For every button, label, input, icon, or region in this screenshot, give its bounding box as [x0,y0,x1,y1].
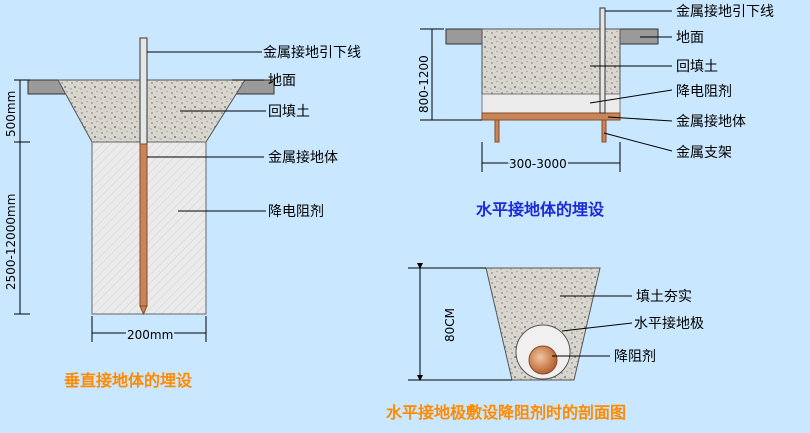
caption-horizontal: 水平接地体的埋设 [476,200,605,219]
support-leg-right [601,119,607,143]
label-support: 金属支架 [676,145,732,161]
label-pole: 水平接地极 [634,315,704,332]
dim-depth-top: 500mm [4,91,18,137]
label-backfill: 回填土 [676,59,718,75]
label-agent: 降电阻剂 [268,204,324,220]
label-ground: 地面 [268,73,296,89]
electrode-tip [139,305,148,316]
label-down-lead: 金属接地引下线 [263,44,361,61]
resistance-agent-layer [481,93,621,115]
leader-electrode [607,116,673,122]
horizontal-electrode-diagram: 金属接地引下线 地面 回填土 降电阻剂 金属接地体 金属支架 800-1200 … [417,3,774,219]
dim-depth-total: 2500-12000mm [4,194,18,290]
support-leg-left [494,119,500,143]
down-lead-rod [599,7,606,114]
label-backfill: 回填土 [268,104,310,120]
dim-width: 300-3000 [509,157,567,171]
label-agent: 降阻剂 [614,349,656,365]
label-down-lead: 金属接地引下线 [676,3,774,20]
label-electrode: 金属接地体 [268,149,338,166]
label-electrode: 金属接地体 [676,113,746,130]
resistance-agent-column [91,141,207,315]
copper-electrode-rod [139,143,148,307]
dim-depth: 80CM [443,308,457,342]
down-lead-rod [139,37,148,145]
label-ground: 地面 [676,30,704,46]
section-view-diagram: 填土夯实 水平接地极 降阻剂 80CM 水平接地极敷设降阻剂时的剖面图 [386,263,704,422]
horizontal-electrode-bar [481,112,621,121]
label-fill: 填土夯实 [636,289,692,305]
vertical-electrode-diagram: 金属接地引下线 地面 回填土 金属接地体 降电阻剂 500mm 2500-120… [4,37,361,390]
leader-pole [561,322,633,332]
dim-depth: 800-1200 [417,55,431,113]
caption-vertical: 垂直接地体的埋设 [64,371,193,390]
backfill-soil [481,28,621,95]
leader-support [603,132,673,152]
dim-width: 200mm [127,328,173,342]
label-agent: 降电阻剂 [676,84,732,100]
leader-agent [589,89,673,104]
ground-slab-left [445,28,483,45]
electrode-pole [528,345,558,375]
caption-section: 水平接地极敷设降阻剂时的剖面图 [386,403,626,422]
